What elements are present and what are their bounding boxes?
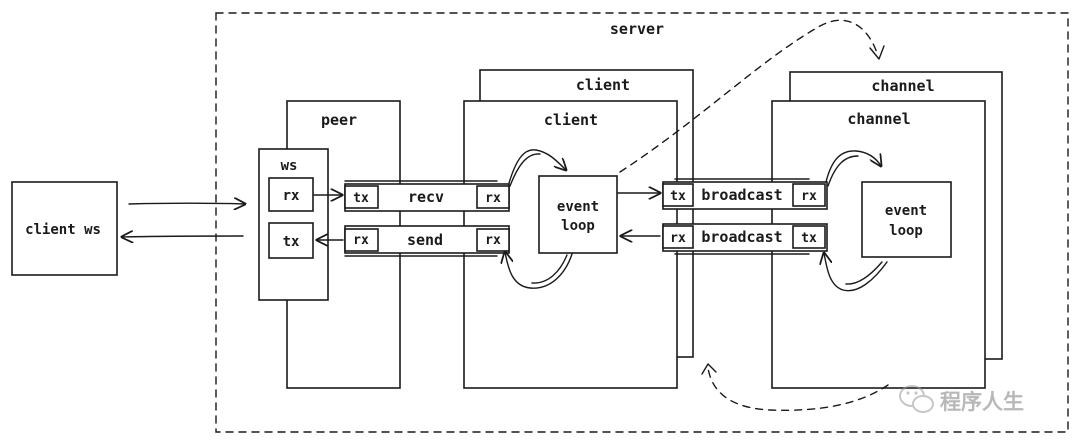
broadcast-in-tx-port — [792, 225, 826, 249]
channel-event-loop-line1: event — [885, 203, 927, 219]
recv-tx-port — [344, 185, 379, 209]
wechat-icon — [899, 385, 934, 413]
client-front-label: client — [544, 111, 598, 129]
broadcast-out-label: broadcast — [701, 186, 782, 204]
broadcast-in-rx-label: rx — [670, 231, 686, 246]
ws-tx-box — [268, 222, 314, 259]
client-back-label: client — [576, 76, 630, 94]
channel-front-label: channel — [847, 110, 910, 128]
arrow-client-to-ws — [128, 203, 245, 204]
arrow-broadcast-to-channel-loop — [825, 150, 881, 183]
arrow-ws-to-client — [122, 236, 244, 237]
client-event-loop-line2: loop — [561, 218, 595, 234]
dashed-arrow-bottom — [707, 367, 889, 411]
broadcast-out-rx-label: rx — [801, 189, 817, 204]
channel-back-label: channel — [871, 77, 934, 95]
channel-event-loop-box — [861, 181, 952, 258]
broadcast-out-tx-port — [662, 183, 694, 207]
arrow-event-loop-to-send — [505, 252, 573, 289]
broadcast-in-label: broadcast — [701, 228, 782, 246]
client-event-loop-line1: event — [557, 199, 599, 215]
ws-label: ws — [281, 158, 298, 174]
send-rx-left-port — [344, 228, 379, 252]
watermark-text: 程序人生 — [940, 390, 1024, 414]
ws-rx-box — [268, 177, 314, 212]
arrow-channel-loop-to-broadcast — [824, 253, 888, 292]
recv-label: recv — [408, 188, 444, 206]
send-rx-right-port — [476, 228, 510, 252]
recv-rx-label: rx — [485, 191, 501, 206]
broadcast-out-tx-label: tx — [670, 189, 686, 204]
ws-tx-label: tx — [283, 234, 300, 250]
client-ws-box — [11, 181, 118, 276]
client-event-loop-box — [538, 175, 618, 254]
server-boundary — [215, 12, 1069, 433]
channel-event-loop-line2: loop — [889, 223, 923, 239]
recv-tx-label: tx — [353, 191, 369, 206]
client-ws-label: client ws — [25, 222, 101, 238]
ws-rx-label: rx — [283, 188, 300, 204]
send-label: send — [407, 231, 443, 249]
send-rx-right-label: rx — [485, 233, 501, 248]
recv-rx-port — [476, 185, 510, 209]
broadcast-in-tx-label: tx — [801, 231, 817, 246]
server-label: server — [610, 20, 664, 38]
broadcast-in-rx-port — [662, 225, 694, 249]
peer-label: peer — [321, 111, 357, 129]
send-rx-left-label: rx — [353, 233, 369, 248]
arrow-recv-to-event-loop — [508, 149, 566, 184]
dashed-arrow-top — [619, 19, 879, 173]
broadcast-out-rx-port — [792, 183, 826, 207]
